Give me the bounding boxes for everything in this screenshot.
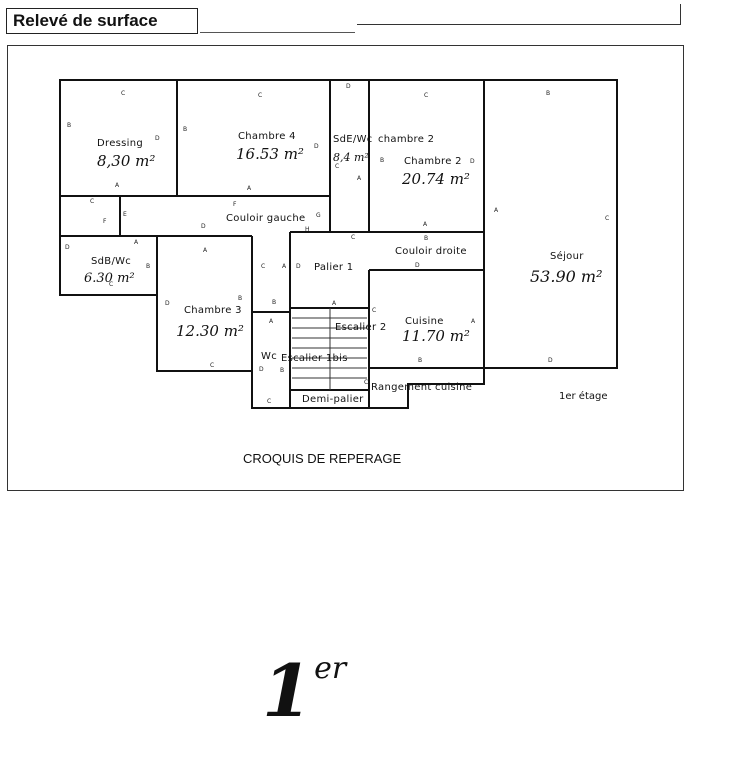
wall-mark: A <box>269 318 274 325</box>
wall-mark: C <box>364 379 368 386</box>
floor-label: 1er étage <box>559 391 608 402</box>
wall-mark: D <box>470 158 475 165</box>
room-area-chambre3: 12.30 m² <box>176 322 244 340</box>
room-name-demi-palier: Demi-palier <box>302 394 364 405</box>
room-name-palier1: Palier 1 <box>314 262 353 273</box>
room-name-escalier2: Escalier 2 <box>335 322 387 333</box>
wall-mark: D <box>296 263 301 270</box>
wall-mark: C <box>351 234 355 241</box>
wall-mark: B <box>183 126 187 133</box>
wall-mark: B <box>380 157 384 164</box>
wall-mark: A <box>423 221 428 228</box>
wall-mark: C <box>605 215 609 222</box>
wall-mark: B <box>146 263 150 270</box>
wall-mark: D <box>201 223 206 230</box>
wall-mark: A <box>357 175 362 182</box>
wall-mark: A <box>134 239 139 246</box>
wall-mark: C <box>261 263 265 270</box>
wall-mark: B <box>418 357 422 364</box>
room-area-sejour: 53.90 m² <box>530 267 602 286</box>
wall-mark: D <box>314 143 319 150</box>
wall-mark: F <box>103 218 107 225</box>
wall-mark: G <box>316 212 321 219</box>
room-name-sejour: Séjour <box>550 250 584 262</box>
wall-mark: C <box>258 92 262 99</box>
wall-mark: C <box>90 198 94 205</box>
wall-mark: C <box>109 281 113 288</box>
wall-mark: D <box>65 244 70 251</box>
room-name-chambre3: Chambre 3 <box>184 305 242 316</box>
room-name-wc: Wc <box>261 351 277 362</box>
stair-treads <box>292 308 367 390</box>
wall-mark: A <box>471 318 476 325</box>
room-area-cuisine: 11.70 m² <box>402 327 470 345</box>
plan-frame <box>7 45 684 491</box>
wall-mark: C <box>267 398 271 405</box>
room-name-chambre4: Chambre 4 <box>238 131 296 142</box>
room-name-dressing: Dressing <box>97 138 143 149</box>
wall-mark: A <box>332 300 337 307</box>
wall-mark: H <box>305 226 310 233</box>
room-name-rangement-cuisine: Rangement cuisine <box>371 382 472 393</box>
room-area-dressing: 8,30 m² <box>97 152 155 170</box>
wall-mark: D <box>155 135 160 142</box>
wall-mark: A <box>115 182 120 189</box>
wall-mark: C <box>335 163 339 170</box>
wall-mark: A <box>203 247 208 254</box>
wall-mark: A <box>494 207 499 214</box>
room-alt-name-chambre2: chambre 2 <box>378 134 434 145</box>
room-name-sde-wc: SdE/Wc <box>333 134 373 145</box>
handwritten-floor-number: 1er <box>262 648 347 733</box>
wall-mark: D <box>165 300 170 307</box>
room-name-chambre2: Chambre 2 <box>404 156 462 167</box>
room-area-sdb-wc: 6.30 m² <box>84 271 135 286</box>
wall-mark: C <box>121 90 125 97</box>
wall-mark: B <box>238 295 242 302</box>
wall-mark: B <box>424 235 428 242</box>
wall-mark: D <box>548 357 553 364</box>
room-name-cuisine: Cuisine <box>405 316 444 327</box>
room-area-chambre2: 20.74 m² <box>401 170 470 188</box>
wall-mark: B <box>272 299 276 306</box>
wall-mark: B <box>546 90 550 97</box>
room-name-couloir-gauche: Couloir gauche <box>226 213 305 224</box>
wall-mark: D <box>259 366 264 373</box>
wall-mark: C <box>210 362 214 369</box>
wall-mark: A <box>282 263 287 270</box>
wall-mark: B <box>280 367 284 374</box>
wall-mark: C <box>424 92 428 99</box>
wall-mark: F <box>233 201 237 208</box>
wall-mark: E <box>123 211 127 218</box>
header-right-box <box>357 4 681 25</box>
wall-mark: D <box>346 83 351 90</box>
page-title: Relevé de surface <box>13 11 158 30</box>
wall-mark: C <box>372 307 376 314</box>
handwritten-floor-digit: 1 <box>262 648 313 733</box>
handwritten-floor-suffix: er <box>314 651 347 686</box>
plan-walls <box>59 79 618 409</box>
header-box <box>6 8 198 34</box>
wall-mark: B <box>67 122 71 129</box>
room-name-escalier1bis: Escalier 1bis <box>281 353 348 364</box>
wall-mark: A <box>247 185 252 192</box>
room-name-couloir-droite: Couloir droite <box>395 246 467 257</box>
room-name-sdb-wc: SdB/Wc <box>91 256 131 267</box>
room-area-sde-wc: 8,4 m² <box>333 151 369 164</box>
plan-caption: CROQUIS DE REPERAGE <box>243 451 402 466</box>
wall-mark: D <box>415 262 420 269</box>
header-rule <box>200 32 355 33</box>
room-area-chambre4: 16.53 m² <box>236 145 304 163</box>
